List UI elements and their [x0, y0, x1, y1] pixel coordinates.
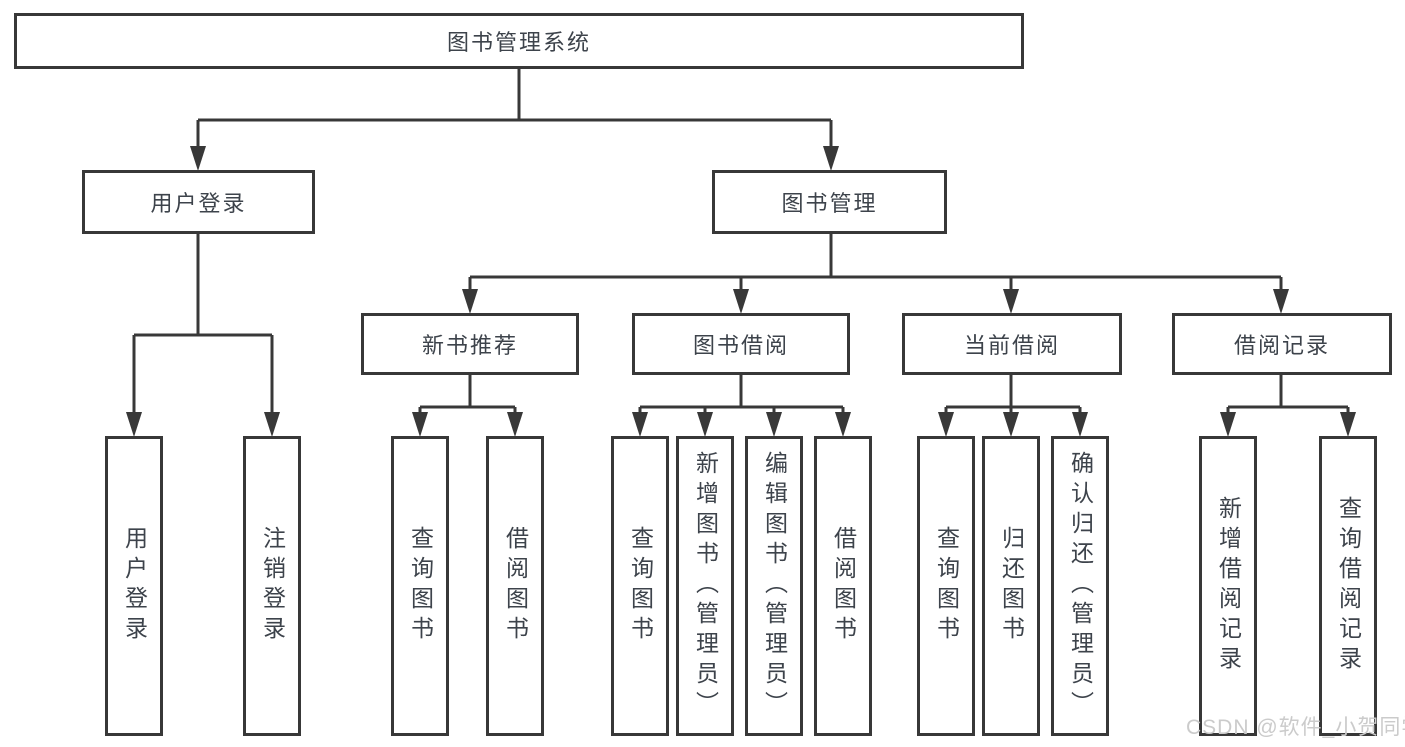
node-borrowing-records-label: 借阅记录: [1233, 333, 1330, 358]
leaf-borrow-books-recommend-label: 借阅图书: [502, 526, 529, 646]
node-new-book-recommendation-label: 新书推荐: [421, 333, 518, 358]
leaf-query-borrow-record: 查询借阅记录: [1319, 436, 1377, 736]
leaf-query-books-borrowing: 查询图书: [611, 436, 669, 736]
leaf-borrow-books: 借阅图书: [814, 436, 872, 736]
node-book-borrowing: 图书借阅: [632, 313, 850, 375]
leaf-borrow-books-label: 借阅图书: [830, 526, 857, 646]
leaf-query-books-recommend: 查询图书: [391, 436, 449, 736]
leaf-add-books-admin-label: 新增图书（管理员）: [692, 451, 719, 721]
leaf-query-books-borrowing-label: 查询图书: [627, 526, 654, 646]
node-book-management-label: 图书管理: [781, 191, 878, 216]
node-root: 图书管理系统: [14, 13, 1024, 69]
leaf-add-borrow-record: 新增借阅记录: [1199, 436, 1257, 736]
leaf-query-books-current: 查询图书: [917, 436, 975, 736]
leaf-user-login: 用户登录: [105, 436, 163, 736]
node-user-login-label: 用户登录: [150, 191, 247, 216]
arrowheads: [126, 146, 1356, 437]
leaf-user-login-label: 用户登录: [121, 526, 148, 646]
node-current-borrowing-label: 当前借阅: [963, 333, 1060, 358]
leaf-return-books: 归还图书: [982, 436, 1040, 736]
leaf-return-books-label: 归还图书: [998, 526, 1025, 646]
csdn-watermark: CSDN @软件_小贺同学: [1186, 716, 1405, 739]
node-root-label: 图书管理系统: [446, 30, 591, 55]
leaf-query-books-recommend-label: 查询图书: [407, 526, 434, 646]
leaf-add-books-admin: 新增图书（管理员）: [676, 436, 734, 736]
node-book-borrowing-label: 图书借阅: [692, 333, 789, 358]
leaf-confirm-return-admin-label: 确认归还（管理员）: [1067, 451, 1094, 721]
node-book-management: 图书管理: [712, 170, 947, 234]
leaf-confirm-return-admin: 确认归还（管理员）: [1051, 436, 1109, 736]
leaf-add-borrow-record-label: 新增借阅记录: [1215, 496, 1242, 676]
leaf-edit-books-admin: 编辑图书（管理员）: [745, 436, 803, 736]
leaf-logout: 注销登录: [243, 436, 301, 736]
leaf-borrow-books-recommend: 借阅图书: [486, 436, 544, 736]
node-user-login: 用户登录: [82, 170, 315, 234]
node-current-borrowing: 当前借阅: [902, 313, 1122, 375]
leaf-logout-label: 注销登录: [259, 526, 286, 646]
leaf-query-books-current-label: 查询图书: [933, 526, 960, 646]
node-borrowing-records: 借阅记录: [1172, 313, 1392, 375]
leaf-query-borrow-record-label: 查询借阅记录: [1335, 496, 1362, 676]
node-new-book-recommendation: 新书推荐: [361, 313, 579, 375]
leaf-edit-books-admin-label: 编辑图书（管理员）: [761, 451, 788, 721]
